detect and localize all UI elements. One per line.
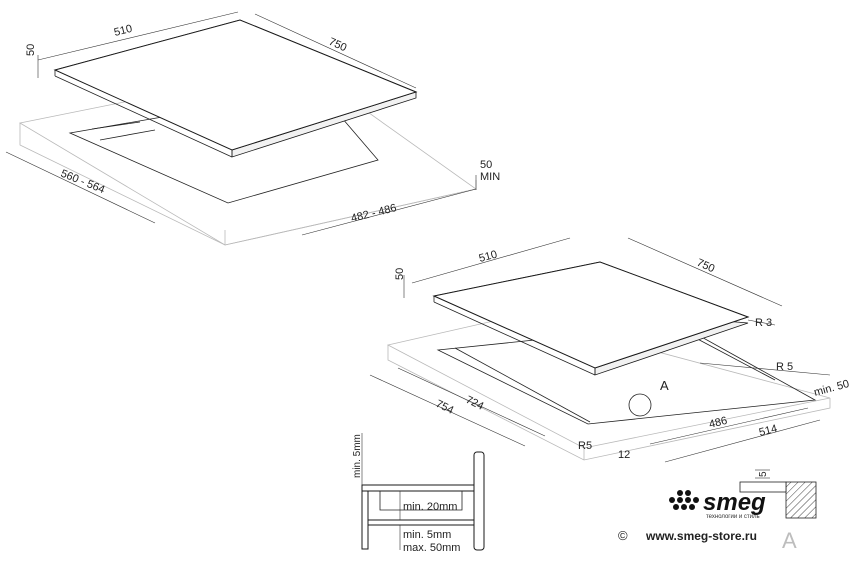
top-depth-750: 750 [327,36,349,54]
section-hob-glass [361,484,475,492]
section-side-panel [361,490,369,550]
bottom-dim-754: 754 [434,398,456,417]
section-min-5mm-b: min. 5mm [403,529,451,541]
top-dimension-lines [5,11,477,236]
bottom-radius-5b: R5 [578,440,592,452]
section-hob-body [379,491,463,511]
bottom-height-50: 50 [394,268,406,280]
top-cutout-482-486: 482 - 486 [350,202,398,225]
top-min-label: MIN [480,171,500,183]
top-height-50: 50 [25,44,37,56]
bottom-hob [432,261,750,376]
bottom-dim-724: 724 [464,394,486,413]
smeg-dots-icon [669,490,699,510]
website-url[interactable]: www.smeg-store.ru [645,529,757,543]
bottom-detail-a-label: A [660,378,669,393]
top-width-510: 510 [113,23,134,39]
detail-a-value-5: 5 [758,471,769,477]
section-min-5mm-a: min. 5mm [352,434,363,478]
detail-a-glass [739,481,787,493]
bottom-dimension-lines [369,237,831,463]
bottom-drawing: 510 750 50 R 3 R 5 min. 50 724 754 486 5… [369,237,851,463]
smeg-tagline: технологии и стиль [706,514,760,520]
detail-a-section: 5 A [739,469,817,553]
top-min-50: 50 [480,159,492,171]
section-worktop [473,451,485,551]
bottom-min-50: min. 50 [813,378,851,399]
top-cutout-560-564: 560 - 564 [59,168,107,197]
copyright-symbol: © [618,528,628,543]
smeg-logo: smeg [703,489,766,516]
bottom-radius-5: R 5 [776,361,793,373]
section-max-50mm: max. 50mm [403,542,460,554]
section-detail: min. 5mm min. 20mm min. 5mm max. 50mm [352,433,485,554]
bottom-radius-3: R 3 [755,317,772,329]
bottom-dim-486: 486 [708,415,729,431]
bottom-dim-12: 12 [618,449,630,461]
detail-a-marker [628,393,652,417]
top-drawing: 510 750 50 560 - 564 482 - 486 50 MIN [5,11,500,246]
detail-a-worktop-hatch [785,481,817,519]
section-support-plate [365,519,475,526]
bottom-width-510: 510 [478,249,499,265]
footer-logo: smeg технологии и стиль © www.smeg-store… [618,489,766,543]
bottom-depth-750: 750 [695,257,717,275]
bottom-worktop [386,314,831,461]
bottom-dim-514: 514 [758,423,779,439]
top-hob [53,19,418,158]
detail-a-label: A [782,528,797,553]
section-min-20mm: min. 20mm [403,501,457,513]
